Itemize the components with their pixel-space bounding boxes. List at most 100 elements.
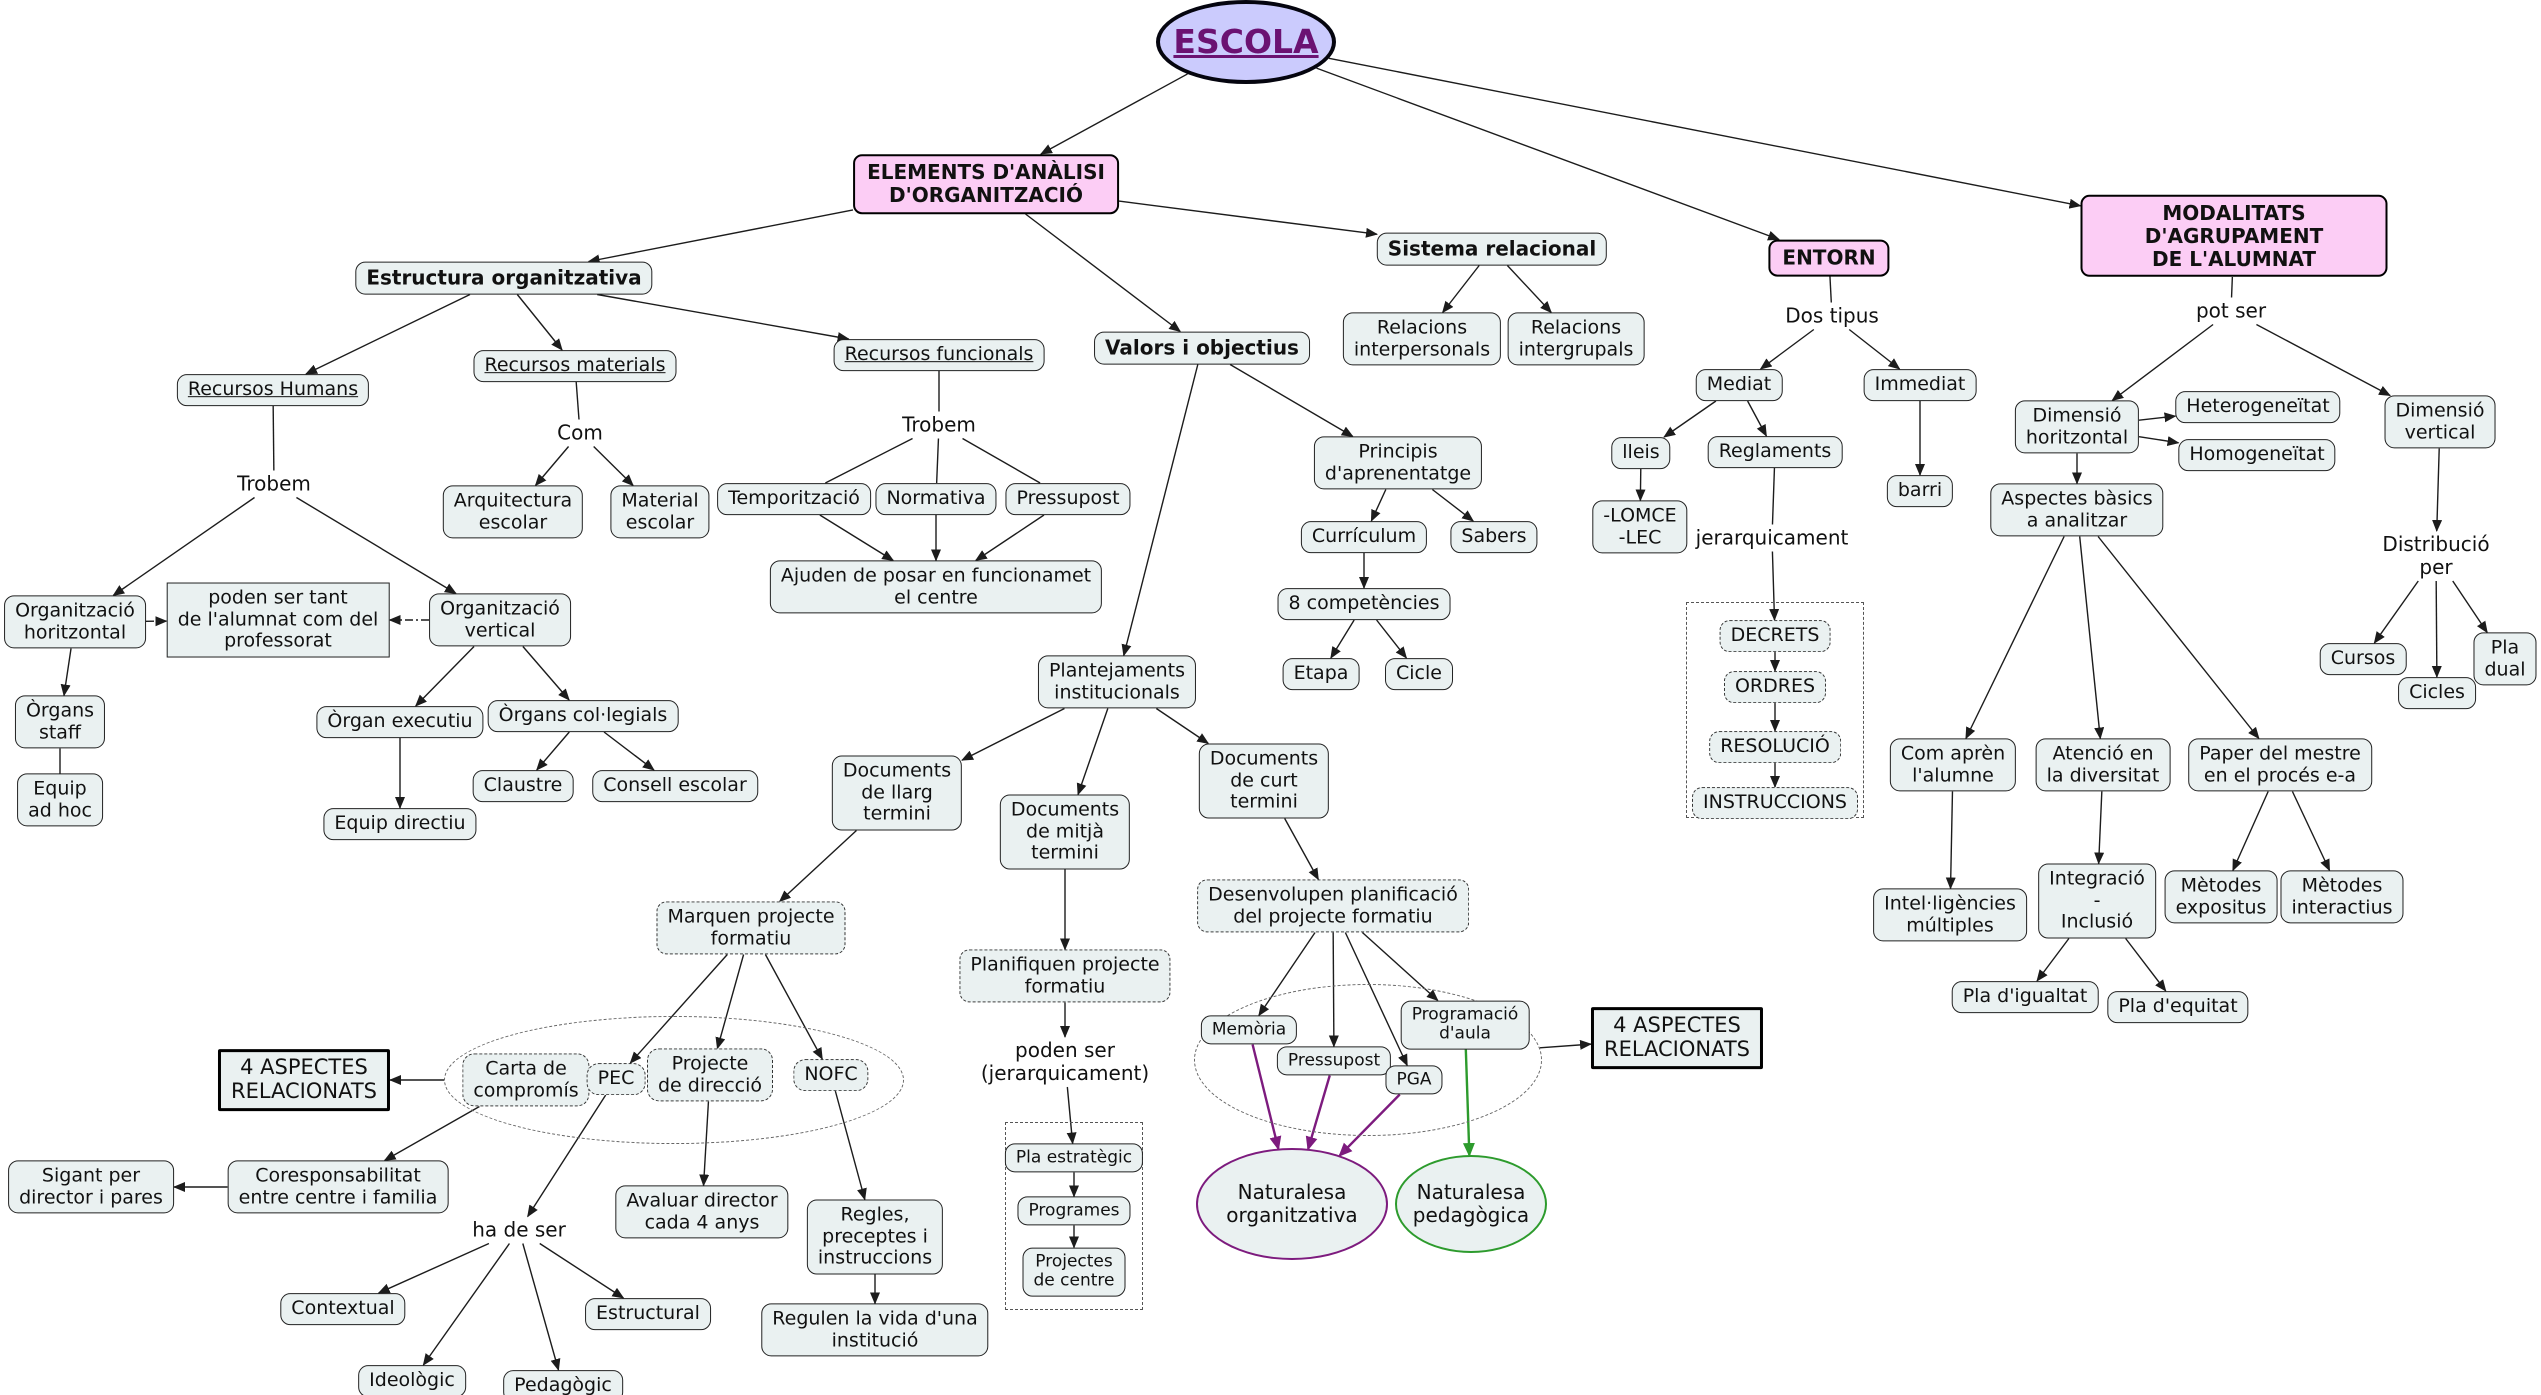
node-instruccions[interactable]: INSTRUCCIONS <box>1692 787 1858 819</box>
node-intelligencies[interactable]: Intel·ligències múltiples <box>1873 888 2027 942</box>
node-aspectes-rel-right[interactable]: 4 ASPECTES RELACIONATS <box>1590 1007 1764 1069</box>
link-label-lbl-potser[interactable]: pot ser <box>2195 298 2267 323</box>
node-nat-org[interactable]: Naturalesa organitzativa <box>1196 1148 1388 1260</box>
node-regles[interactable]: Regles, preceptes i instruccions <box>806 1199 944 1275</box>
node-rec-materials[interactable]: Recursos materials <box>473 350 677 382</box>
node-pla-igualtat[interactable]: Pla d'igualtat <box>1951 981 2099 1013</box>
node-escola[interactable]: ESCOLA <box>1156 0 1336 84</box>
node-programes[interactable]: Programes <box>1017 1196 1131 1226</box>
node-modalitats[interactable]: MODALITATS D'AGRUPAMENT DE L'ALUMNAT <box>2080 194 2388 278</box>
node-org-horitzontal[interactable]: Organització horitzontal <box>4 595 146 649</box>
node-pla-dual[interactable]: Pla dual <box>2473 632 2537 686</box>
node-metodes-interactius[interactable]: Mètodes interactius <box>2280 870 2404 924</box>
node-lleis[interactable]: lleis <box>1611 437 1671 469</box>
node-coresponsabilitat[interactable]: Coresponsabilitat entre centre i familia <box>227 1160 449 1214</box>
node-arquitectura[interactable]: Arquitectura escolar <box>442 485 584 539</box>
link-label-lbl-hadeser[interactable]: ha de ser <box>472 1217 566 1242</box>
node-competencies[interactable]: 8 competències <box>1277 588 1451 620</box>
node-decrets[interactable]: DECRETS <box>1719 620 1831 652</box>
node-dim-horitzontal[interactable]: Dimensió horitzontal <box>2014 400 2140 454</box>
node-metodes-expositus[interactable]: Mètodes expositus <box>2164 870 2278 924</box>
node-docs-mitja[interactable]: Documents de mitjà termini <box>999 794 1131 870</box>
node-docs-curt[interactable]: Documents de curt termini <box>1198 743 1330 819</box>
link-label-lbl-com[interactable]: Com <box>557 420 603 445</box>
node-mediat[interactable]: Mediat <box>1695 369 1783 401</box>
node-org-vertical[interactable]: Organització vertical <box>429 593 571 647</box>
node-sigant[interactable]: Sigant per director i pares <box>8 1160 174 1214</box>
node-integracio[interactable]: Integració - Inclusió <box>2038 863 2156 939</box>
node-regulen[interactable]: Regulen la vida d'una institució <box>761 1303 989 1357</box>
node-equip-directiu[interactable]: Equip directiu <box>323 808 477 840</box>
node-pec[interactable]: PEC <box>586 1063 646 1095</box>
node-organs-staff[interactable]: Òrgans staff <box>14 695 106 749</box>
node-material-escolar[interactable]: Material escolar <box>610 485 710 539</box>
node-nofc[interactable]: NOFC <box>793 1059 869 1091</box>
link-label-lbl-jerarquicament[interactable]: jerarquicament <box>1695 525 1849 550</box>
node-etapa[interactable]: Etapa <box>1282 658 1360 690</box>
node-homogeneitat[interactable]: Homogeneïtat <box>2178 439 2336 471</box>
node-sabers[interactable]: Sabers <box>1450 521 1538 553</box>
node-nat-ped[interactable]: Naturalesa pedagògica <box>1395 1155 1547 1253</box>
link-label-lbl-trobem1[interactable]: Trobem <box>237 471 311 496</box>
link-label-lbl-trobem2[interactable]: Trobem <box>902 412 976 437</box>
node-principis[interactable]: Principis d'aprenentatge <box>1313 436 1483 490</box>
node-resolucio[interactable]: RESOLUCIÓ <box>1709 731 1841 763</box>
node-aspectes-rel-left[interactable]: 4 ASPECTES RELACIONATS <box>217 1049 391 1111</box>
node-rec-funcionals[interactable]: Recursos funcionals <box>833 339 1045 371</box>
node-contextual[interactable]: Contextual <box>280 1293 406 1325</box>
node-docs-llarg[interactable]: Documents de llarg termini <box>831 755 963 831</box>
node-curriculum[interactable]: Currículum <box>1300 521 1428 553</box>
node-poden-ser-tant[interactable]: poden ser tant de l'alumnat com del prof… <box>166 582 390 658</box>
node-organ-executiu[interactable]: Òrgan executiu <box>316 706 484 738</box>
node-programacio-aula[interactable]: Programació d'aula <box>1400 1000 1530 1050</box>
node-pressupost1[interactable]: Pressupost <box>1005 483 1131 515</box>
node-rel-intra[interactable]: Relacions intergrupals <box>1507 312 1645 366</box>
node-pressupost2[interactable]: Pressupost <box>1276 1046 1392 1076</box>
node-entorn[interactable]: ENTORN <box>1768 239 1890 277</box>
node-atencio[interactable]: Atenció en la diversitat <box>2035 738 2171 792</box>
node-plantejaments[interactable]: Plantejaments institucionals <box>1037 655 1197 709</box>
node-aspectes[interactable]: Aspectes bàsics a analitzar <box>1990 483 2164 537</box>
node-planifiquen[interactable]: Planifiquen projecte formatiu <box>959 949 1171 1003</box>
node-reglaments[interactable]: Reglaments <box>1707 436 1843 468</box>
node-paper-mestre[interactable]: Paper del mestre en el procés e-a <box>2188 738 2372 792</box>
node-rel-inter[interactable]: Relacions interpersonals <box>1342 312 1502 366</box>
node-organs-collegials[interactable]: Òrgans col·legials <box>487 700 679 732</box>
node-dim-vertical[interactable]: Dimensió vertical <box>2384 395 2496 449</box>
link-label-lbl-dostipus[interactable]: Dos tipus <box>1785 303 1879 328</box>
node-desenvolupen[interactable]: Desenvolupen planificació del projecte f… <box>1197 879 1469 933</box>
node-marquen[interactable]: Marquen projecte formatiu <box>656 901 846 955</box>
node-pla-estrategic[interactable]: Pla estratègic <box>1004 1143 1144 1173</box>
node-temporitzacio[interactable]: Temporització <box>717 483 871 515</box>
node-pla-equitat[interactable]: Pla d'equitat <box>2107 991 2249 1023</box>
node-heterogeneitat[interactable]: Heterogeneïtat <box>2175 391 2341 423</box>
node-projectes-centre[interactable]: Projectes de centre <box>1022 1247 1126 1297</box>
node-cursos[interactable]: Cursos <box>2319 643 2407 675</box>
node-cicles[interactable]: Cicles <box>2398 677 2476 709</box>
node-ordres[interactable]: ORDRES <box>1723 671 1827 703</box>
node-valors[interactable]: Valors i objectius <box>1094 331 1310 365</box>
node-pga[interactable]: PGA <box>1385 1065 1443 1095</box>
node-ajuden[interactable]: Ajuden de posar en funcionamet el centre <box>769 560 1103 614</box>
node-pedagogic[interactable]: Pedagògic <box>503 1370 623 1395</box>
node-normativa[interactable]: Normativa <box>875 483 997 515</box>
node-com-apren[interactable]: Com aprèn l'alumne <box>1889 738 2017 792</box>
node-elements[interactable]: ELEMENTS D'ANÀLISI D'ORGANITZACIÓ <box>853 154 1119 214</box>
node-carta[interactable]: Carta de compromís <box>462 1053 590 1107</box>
node-sistema[interactable]: Sistema relacional <box>1376 232 1608 266</box>
node-barri[interactable]: barri <box>1886 475 1954 507</box>
node-immediat[interactable]: Immediat <box>1863 369 1977 401</box>
node-consell[interactable]: Consell escolar <box>592 770 758 802</box>
node-equip-adhoc[interactable]: Equip ad hoc <box>17 773 103 827</box>
node-estructura[interactable]: Estructura organitzativa <box>355 261 653 295</box>
link-label-lbl-distribucio[interactable]: Distribució per <box>2382 532 2490 579</box>
node-memoria[interactable]: Memòria <box>1200 1015 1298 1045</box>
node-lomce[interactable]: -LOMCE -LEC <box>1592 500 1688 554</box>
node-cicle[interactable]: Cicle <box>1385 658 1453 690</box>
node-claustre[interactable]: Claustre <box>472 770 574 802</box>
link-label-lbl-podenser[interactable]: poden ser (jerarquicament) <box>980 1038 1150 1085</box>
node-ideologic[interactable]: Ideològic <box>358 1365 466 1395</box>
node-avaluar[interactable]: Avaluar director cada 4 anys <box>615 1185 789 1239</box>
node-estructural[interactable]: Estructural <box>585 1298 711 1330</box>
node-projecte-direccio[interactable]: Projecte de direcció <box>646 1048 774 1102</box>
